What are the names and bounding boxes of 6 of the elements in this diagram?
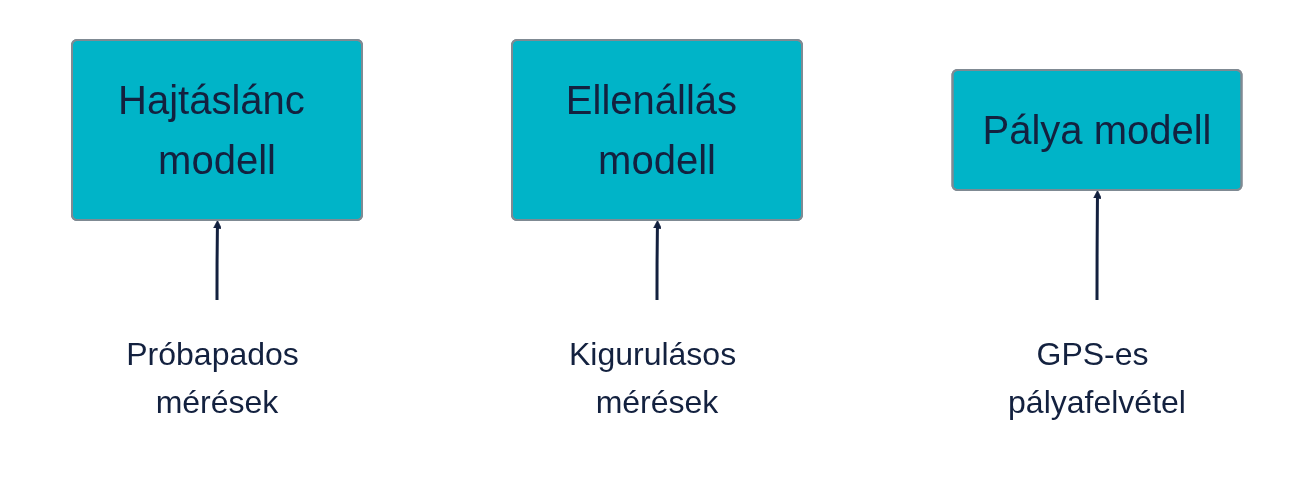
arrow [653,220,662,300]
arrow [1093,190,1102,300]
node-text: GPS-es pályafelvétel [1008,336,1186,420]
node-text: Kigurulásos mérések [568,336,737,420]
node-text: Próbapados mérések [126,336,299,420]
arrow [213,220,222,300]
